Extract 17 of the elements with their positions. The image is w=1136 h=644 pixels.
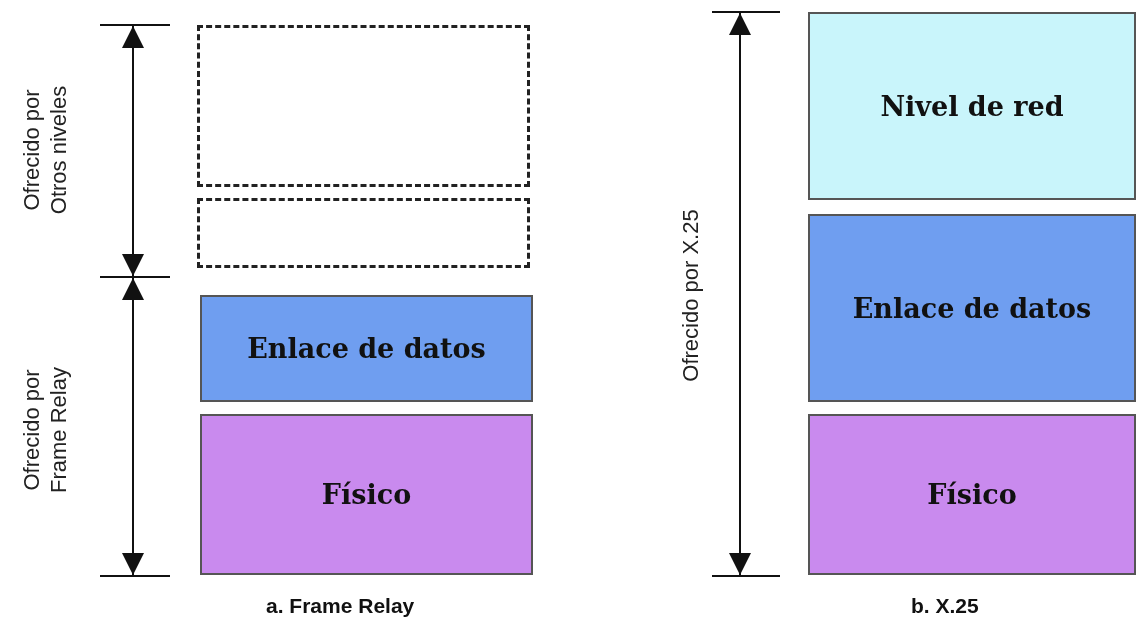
- dimension-label: Ofrecido por X.25: [676, 207, 704, 384]
- layer-label: Nivel de red: [880, 90, 1064, 122]
- layer-box: [200, 414, 533, 575]
- layer-box: [200, 295, 533, 402]
- dimension-label: Ofrecido por Frame Relay: [18, 366, 72, 495]
- empty-layer-box: [197, 198, 530, 268]
- layer-label: Enlace de datos: [852, 292, 1092, 324]
- dimension-label: Ofrecido por Otros niveles: [18, 84, 72, 217]
- layer-box: [808, 12, 1136, 200]
- layer-box: [808, 414, 1136, 575]
- layer-label: Enlace de datos: [247, 333, 486, 364]
- caption: b. X.25: [911, 594, 979, 618]
- layer-label: Físico: [321, 479, 412, 510]
- caption: a. Frame Relay: [266, 594, 415, 618]
- layer-label: Físico: [927, 479, 1017, 510]
- layer-box: [808, 214, 1136, 402]
- empty-layer-box: [197, 25, 530, 187]
